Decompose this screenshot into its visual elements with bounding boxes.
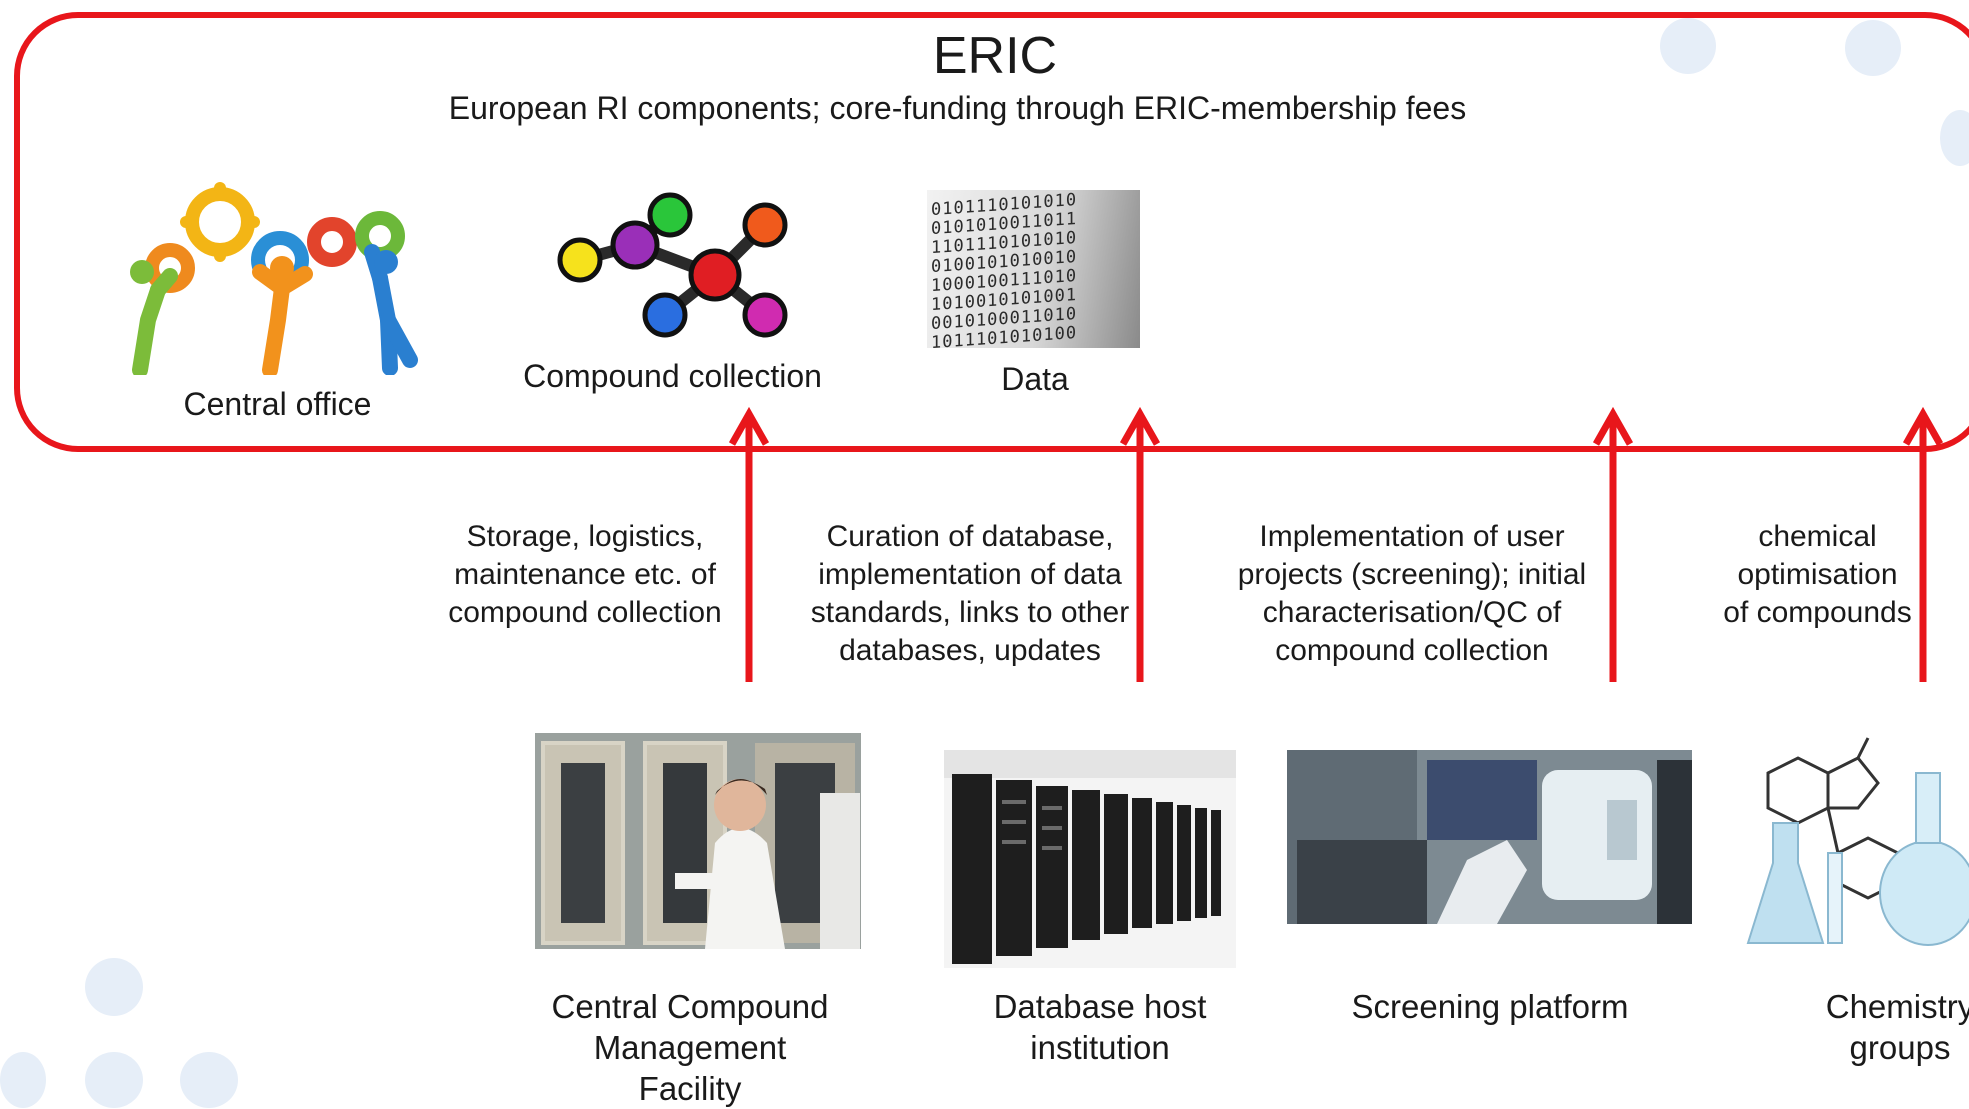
background-dot <box>180 1052 238 1108</box>
contribution-database-host: Curation of database, implementation of … <box>810 520 1130 667</box>
bottom-label-database-host: Database host institution <box>993 988 1207 1066</box>
bottom-label-chemistry-groups: Chemistry groups <box>1825 988 1969 1066</box>
top-label-compound-collection: Compound collection <box>523 358 822 394</box>
background-dot <box>1845 20 1901 76</box>
contribution-compound-facility: Storage, logistics, maintenance etc. of … <box>448 520 722 629</box>
gears-people-icon <box>110 180 440 375</box>
background-dot <box>0 1052 46 1108</box>
bottom-label-screening-platform: Screening platform <box>1351 988 1629 1025</box>
bottom-label-compound-facility: Central Compound Management Facility <box>551 988 829 1107</box>
robot-lab-photo <box>1287 750 1692 924</box>
diagram-title: ERIC <box>932 27 1058 85</box>
server-room-photo <box>944 750 1236 968</box>
contribution-screening-platform: Implementation of user projects (screeni… <box>1237 520 1587 667</box>
lab-technician-photo <box>535 733 861 949</box>
background-dot <box>85 1052 143 1108</box>
molecule-icon <box>550 190 795 345</box>
eric-boundary <box>14 12 1969 452</box>
background-dot <box>1660 18 1716 74</box>
contribution-chemistry-groups: chemical optimisation of compounds <box>1723 520 1912 629</box>
background-dot <box>85 958 143 1016</box>
top-label-data: Data <box>1001 361 1069 397</box>
background-dot <box>1940 110 1969 166</box>
top-label-central-office: Central office <box>183 386 372 422</box>
binary-data-icon: 0101110101010 0101010011011 110111010101… <box>927 190 1140 348</box>
chemistry-flasks-photo <box>1728 733 1969 951</box>
diagram-subtitle: European RI components; core-funding thr… <box>448 90 1467 126</box>
